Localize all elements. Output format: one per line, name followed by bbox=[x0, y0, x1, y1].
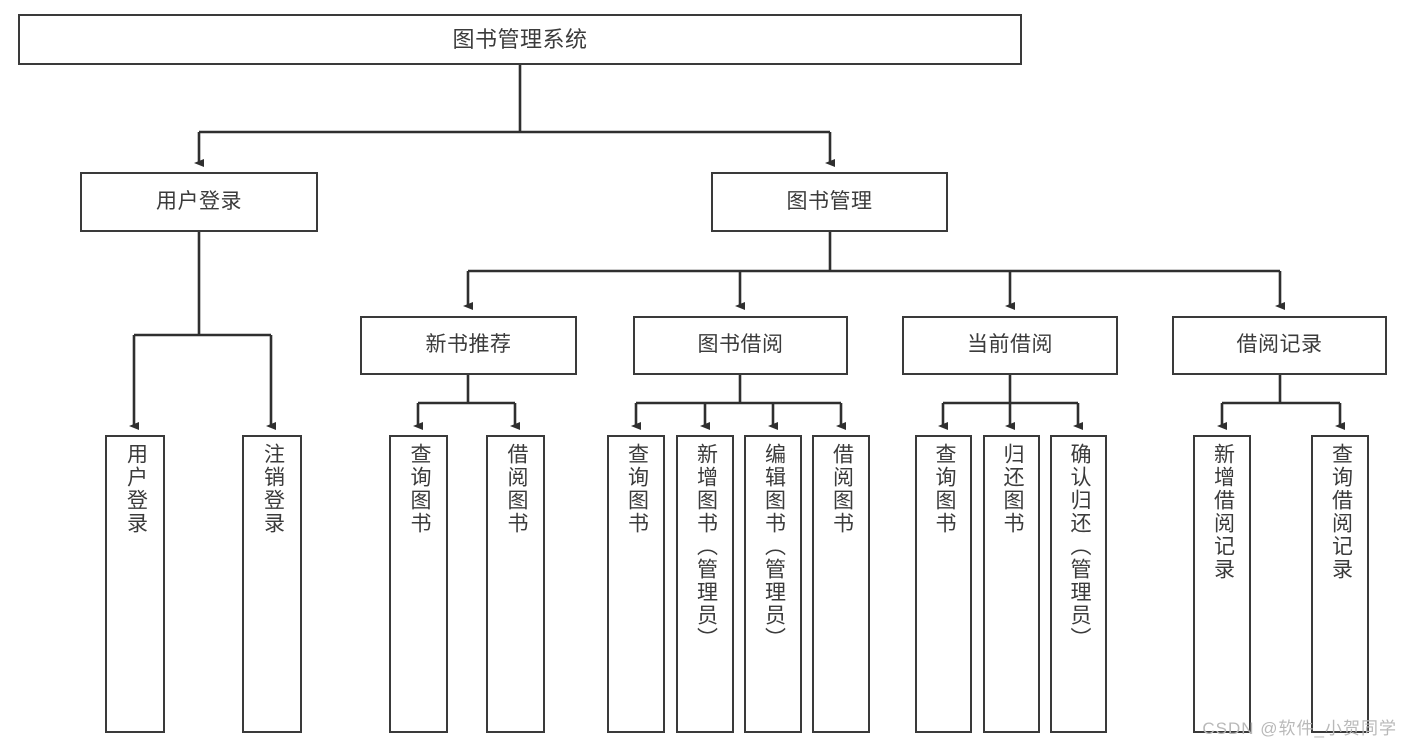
node-label: 借阅图书 bbox=[830, 443, 854, 535]
leaf-new-book-borrow-books[interactable]: 借阅图书 bbox=[486, 435, 545, 733]
leaf-borrow-record-query-record[interactable]: 查询借阅记录 bbox=[1311, 435, 1369, 733]
node-label: 新增借阅记录 bbox=[1211, 443, 1235, 581]
node-label: 新增图书（管理员） bbox=[694, 443, 718, 650]
node-label: 当前借阅 bbox=[967, 333, 1053, 357]
node-label: 用户登录 bbox=[156, 189, 242, 213]
node-label: 查询图书 bbox=[932, 443, 956, 535]
node-user-login[interactable]: 用户登录 bbox=[80, 172, 318, 232]
leaf-current-borrow-query-books[interactable]: 查询图书 bbox=[915, 435, 972, 733]
node-label: 查询图书 bbox=[625, 443, 649, 535]
leaf-user-login-signin[interactable]: 用户登录 bbox=[105, 435, 165, 733]
node-label: 查询图书 bbox=[407, 443, 431, 535]
node-root-book-management-system[interactable]: 图书管理系统 bbox=[18, 14, 1022, 65]
leaf-user-login-logout[interactable]: 注销登录 bbox=[242, 435, 302, 733]
node-label: 图书管理 bbox=[786, 189, 873, 213]
node-label: 借阅图书 bbox=[504, 443, 528, 535]
node-label: 图书借阅 bbox=[697, 333, 784, 357]
node-label: 查询借阅记录 bbox=[1329, 443, 1353, 581]
leaf-borrow-record-add-record[interactable]: 新增借阅记录 bbox=[1193, 435, 1251, 733]
node-label: 借阅记录 bbox=[1236, 333, 1323, 357]
leaf-current-borrow-return-books[interactable]: 归还图书 bbox=[983, 435, 1040, 733]
node-label: 图书管理系统 bbox=[452, 26, 588, 52]
leaf-current-borrow-confirm-return-admin[interactable]: 确认归还（管理员） bbox=[1050, 435, 1107, 733]
node-label: 编辑图书（管理员） bbox=[762, 443, 786, 650]
node-current-borrow[interactable]: 当前借阅 bbox=[902, 316, 1118, 375]
leaf-book-borrow-edit-book-admin[interactable]: 编辑图书（管理员） bbox=[744, 435, 802, 733]
node-new-book-recommendation[interactable]: 新书推荐 bbox=[360, 316, 577, 375]
node-label: 注销登录 bbox=[261, 443, 285, 535]
node-borrow-record[interactable]: 借阅记录 bbox=[1172, 316, 1387, 375]
leaf-book-borrow-add-book-admin[interactable]: 新增图书（管理员） bbox=[676, 435, 734, 733]
node-label: 用户登录 bbox=[124, 443, 148, 535]
node-book-borrow[interactable]: 图书借阅 bbox=[633, 316, 848, 375]
node-label: 新书推荐 bbox=[425, 333, 512, 357]
leaf-new-book-query-books[interactable]: 查询图书 bbox=[389, 435, 448, 733]
node-book-management[interactable]: 图书管理 bbox=[711, 172, 948, 232]
node-label: 归还图书 bbox=[1000, 443, 1024, 535]
leaf-book-borrow-borrow-books[interactable]: 借阅图书 bbox=[812, 435, 870, 733]
node-label: 确认归还（管理员） bbox=[1067, 443, 1091, 650]
watermark-text: CSDN @软件_小贺同学 bbox=[1202, 719, 1397, 738]
leaf-book-borrow-query-books[interactable]: 查询图书 bbox=[607, 435, 665, 733]
